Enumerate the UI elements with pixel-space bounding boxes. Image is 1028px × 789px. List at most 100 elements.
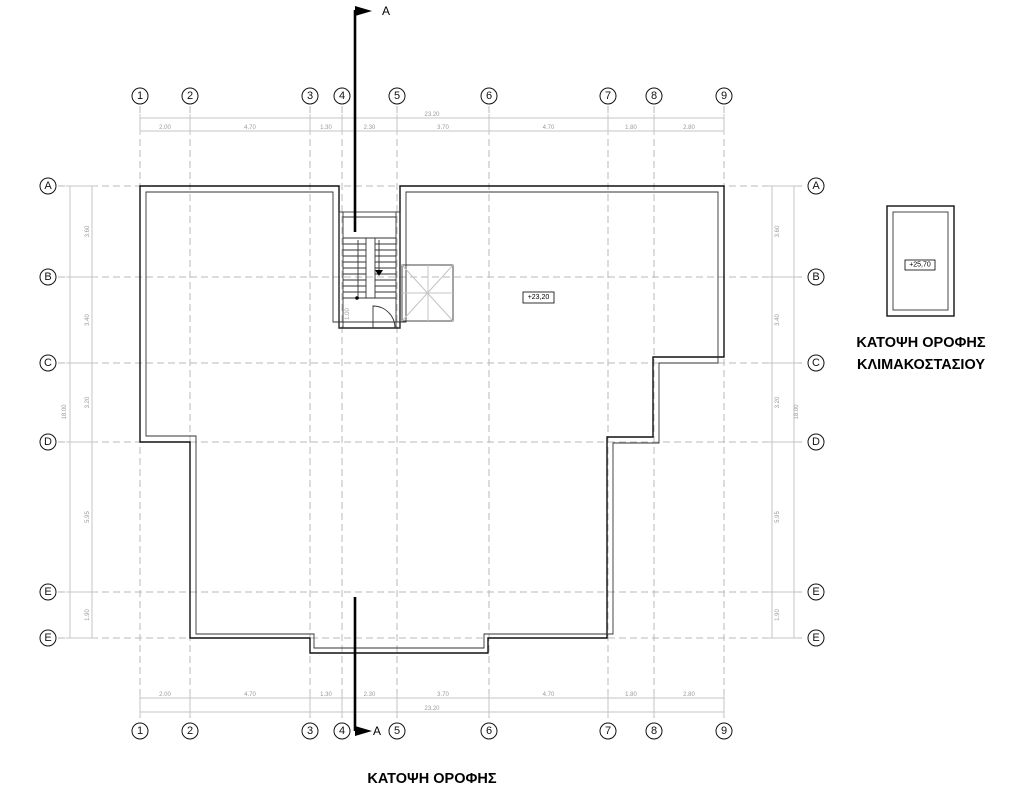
col-spacing-bottom: 2.00 [159,692,171,698]
right-overall-height: 18.00 [794,404,800,420]
col-spacing-bottom: 4.70 [543,692,555,698]
row-spacing-left: 1.90 [85,609,91,621]
grid-bubble-col-6-top: 6 [480,87,498,105]
col-spacing-top: 4.70 [244,125,256,131]
grid-bubble-row-E-left: E [39,629,57,647]
grid-bubble-row-D-right: D [807,433,825,451]
col-spacing-top: 2.00 [159,125,171,131]
row-spacing-right: 3.40 [775,314,781,326]
row-spacing-right: 3.20 [775,396,781,408]
grid-bubble-row-E-left-label: E [44,586,51,598]
grid-bubble-col-8-top: 8 [645,87,663,105]
overall-width-label-bottom: 23.20 [424,706,440,712]
grid-bubble-col-9-bottom: 9 [715,722,733,740]
grid-bubble-col-3-bottom-label: 3 [307,725,313,737]
grid-bubble-row-E-left-label: E [44,632,51,644]
grid-bubble-col-4-bottom-label: 4 [339,725,345,737]
col-spacing-bottom: 2.80 [683,692,695,698]
grid-bubble-col-5-top: 5 [388,87,406,105]
col-spacing-bottom: 4.70 [244,692,256,698]
row-spacing-left: 3.40 [85,314,91,326]
stair-core: 1.00 [338,211,401,329]
row-spacing-right: 3.60 [775,225,781,237]
col-spacing-top: 3.70 [437,125,449,131]
grid-bubble-row-B-left-label: B [44,271,51,283]
grid-bubbles-left: A B C D E E [39,177,57,647]
grid-bubble-row-D-left-label: D [44,436,52,448]
stair-width-label: 1.00 [345,308,351,320]
grid-bubble-row-B-left: B [39,268,57,286]
row-spacing-left: 3.20 [85,396,91,408]
side-dimension-chains: 18.00 18.00 [62,185,800,639]
grid-bubble-col-4-bottom: 4 [333,722,351,740]
grid-bubble-col-3-top-label: 3 [307,90,313,102]
bottom-dimension-chain: 23.20 [139,694,725,716]
stair-roof-plan: +25,70 [886,205,955,317]
grid-bubble-col-7-bottom-label: 7 [605,725,611,737]
structural-grid-lines [58,106,806,722]
col-spacing-bottom: 2.30 [364,692,376,698]
section-label-bottom: A [373,724,381,738]
col-spacing-bottom: 1.30 [320,692,332,698]
grid-bubble-col-4-top: 4 [333,87,351,105]
col-spacing-top: 1.30 [320,125,332,131]
grid-bubble-col-9-top-label: 9 [721,90,727,102]
grid-bubble-col-6-bottom-label: 6 [486,725,492,737]
grid-bubble-row-A-right-label: A [812,180,820,192]
stair-direction-arrow [375,270,383,276]
grid-bubbles-right: A B C D E E [807,177,825,647]
roof-level-tag: +23,20 [522,291,555,304]
grid-bubble-row-E-right: E [807,629,825,647]
grid-bubble-row-D-left: D [39,433,57,451]
row-spacing-right: 5.95 [775,511,781,523]
grid-bubble-col-5-bottom: 5 [388,722,406,740]
grid-bubble-row-E-right: E [807,583,825,601]
col-spacing-bottom: 3.70 [437,692,449,698]
main-plan-title: ΚΑΤΟΨΗ ΟΡΟΦΗΣ [367,771,496,787]
grid-bubble-row-A-left: A [39,177,57,195]
grid-bubble-row-A-right: A [807,177,825,195]
grid-bubble-col-4-top-label: 4 [339,90,345,102]
dimension-labels: 2.002.004.704.701.301.302.302.303.703.70… [85,125,781,698]
grid-bubble-col-2-bottom: 2 [181,722,199,740]
col-spacing-bottom: 1.80 [625,692,637,698]
grid-bubble-col-8-bottom: 8 [645,722,663,740]
top-dimension-chain: 23.20 [139,112,725,135]
grid-bubble-col-5-top-label: 5 [394,90,400,102]
grid-bubble-col-2-top-label: 2 [187,90,193,102]
grid-bubble-col-1-top: 1 [131,87,149,105]
grid-bubble-col-9-bottom-label: 9 [721,725,727,737]
section-line-a: A A [353,4,390,738]
col-spacing-top: 2.80 [683,125,695,131]
grid-bubble-col-8-bottom-label: 8 [651,725,657,737]
stair-roof-level-value: +25,70 [909,262,931,269]
grid-bubble-col-1-bottom-label: 1 [137,725,143,737]
grid-bubble-col-6-top-label: 6 [486,90,492,102]
grid-bubble-row-C-left-label: C [44,357,52,369]
door-swing [372,305,396,329]
grid-bubble-col-2-bottom-label: 2 [187,725,193,737]
grid-bubble-row-B-right: B [807,268,825,286]
row-spacing-left: 3.60 [85,225,91,237]
grid-bubble-col-7-top: 7 [599,87,617,105]
row-spacing-right: 1.90 [775,609,781,621]
grid-bubbles-bottom: 1 2 3 4 5 6 7 8 9 [131,722,733,740]
stair-plan-title-line2: ΚΛΙΜΑΚΟΣΤΑΣΙΟΥ [857,357,985,373]
grid-bubble-row-C-right: C [807,354,825,372]
grid-bubble-col-3-bottom: 3 [301,722,319,740]
grid-bubble-row-B-right-label: B [812,271,819,283]
roof-level-value: +23,20 [528,294,550,301]
grid-bubble-col-8-top-label: 8 [651,90,657,102]
grid-bubble-col-7-top-label: 7 [605,90,611,102]
grid-bubble-row-C-left: C [39,354,57,372]
grid-bubble-row-E-right-label: E [812,586,819,598]
grid-bubble-col-3-top: 3 [301,87,319,105]
grid-bubbles-top: 1 2 3 4 5 6 7 8 9 [131,87,733,105]
grid-bubble-col-5-bottom-label: 5 [394,725,400,737]
grid-bubble-row-D-right-label: D [812,436,820,448]
grid-bubble-row-E-left: E [39,583,57,601]
grid-bubble-col-2-top: 2 [181,87,199,105]
stair-plan-title-line1: ΚΑΤΟΨΗ ΟΡΟΦΗΣ [856,335,985,351]
grid-bubble-col-6-bottom: 6 [480,722,498,740]
